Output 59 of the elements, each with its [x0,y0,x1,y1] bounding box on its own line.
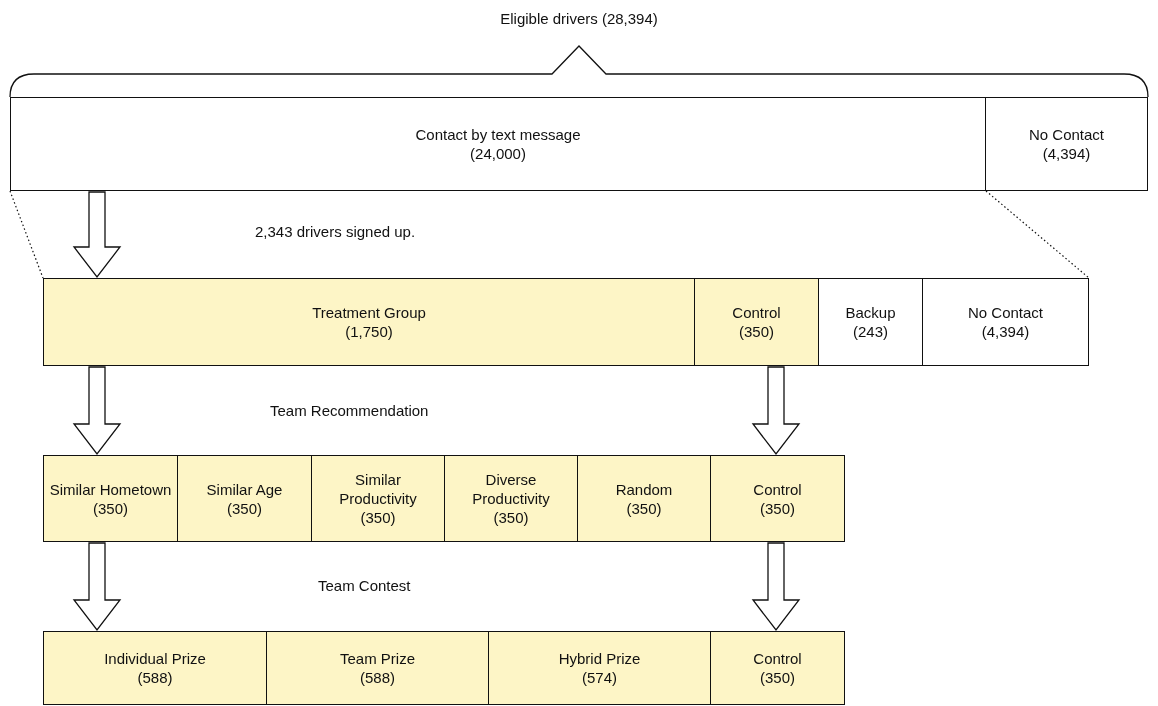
group-count: (4,394) [981,322,1030,341]
step-label: Team Contest [318,577,411,594]
group-name: Control [732,303,781,322]
group-name: Backup [845,303,896,322]
group-count: (350) [93,498,128,518]
group-cell [488,631,711,705]
group-cell [266,631,489,705]
block-arrow [751,366,801,456]
group-name: Similar Productivity [338,470,418,508]
block-arrow [72,191,122,279]
group-count: (588) [360,668,395,687]
block-arrow [72,542,122,632]
group-cell [818,278,923,366]
group-name: Random [615,479,673,499]
group-count: (350) [760,498,795,518]
group-count: (350) [493,508,529,527]
group-name: Similar Age [206,479,283,499]
group-cell [43,631,267,705]
group-cell [177,455,312,542]
group-name: No Contact [967,303,1043,322]
group-count: (24,000) [470,144,526,163]
group-name: Hybrid Prize [558,649,641,668]
group-cell [577,455,711,542]
group-name: No Contact [1028,125,1104,144]
group-count: (588) [137,668,173,687]
group-name: Control [753,479,802,499]
group-name: Similar Hometown [49,479,172,499]
dotted-line [9,190,44,279]
group-cell [311,455,445,542]
group-count: (1,750) [345,322,393,341]
group-name: Diverse Productivity [471,470,551,508]
group-cell [43,278,695,366]
group-count: (350) [739,322,774,341]
step-label: 2,343 drivers signed up. [255,223,416,240]
block-arrow [72,366,122,456]
group-cell [694,278,819,366]
group-name: Individual Prize [104,649,206,668]
group-cell [710,455,845,542]
group-count: (243) [853,322,888,341]
group-name: Team Prize [340,649,415,668]
text-cell [985,97,1148,191]
group-cell [922,278,1089,366]
group-cell [710,631,845,705]
group-name: Treatment Group [312,303,426,322]
step-label: Team Recommendation [270,402,429,419]
brace-label: Eligible drivers (28,394) [500,10,658,27]
group-count: (350) [360,508,396,527]
block-arrow [751,542,801,632]
group-count: (350) [760,668,795,687]
group-count: (350) [227,498,262,518]
group-cell [444,455,578,542]
group-name: Control [753,649,802,668]
group-count: (350) [626,498,662,518]
group-count: (4,394) [1042,144,1091,163]
group-name: Contact by text message [415,125,581,144]
group-cell [43,455,178,542]
group-count: (574) [582,668,617,687]
text-cell [10,97,986,191]
dotted-line [985,190,1090,279]
